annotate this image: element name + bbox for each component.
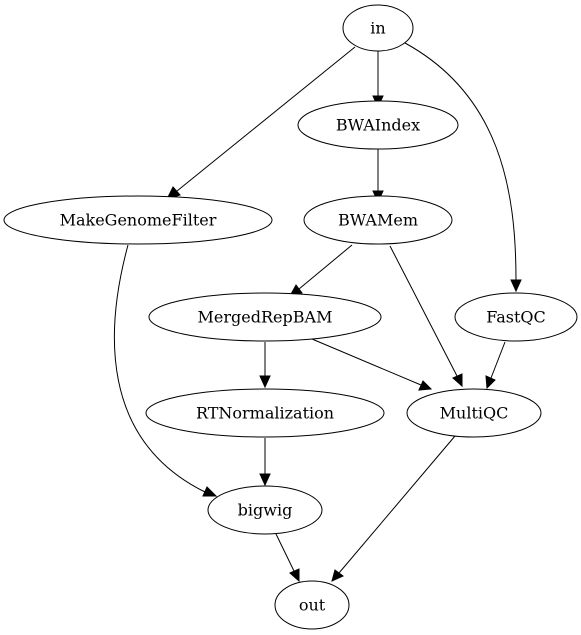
node-in: in (342, 4, 414, 52)
node-bwamem: BWAMem (303, 195, 453, 245)
edge-rtnormalization-to-bigwig (259, 438, 271, 487)
node-label-mergedrepbam: MergedRepBAM (198, 308, 333, 327)
node-label-fastqc: FastQC (486, 308, 546, 327)
edge-bwaindex-to-bwamem (372, 149, 384, 204)
edge-mergedrepbam-to-multiqc (311, 338, 433, 391)
node-label-out: out (299, 596, 326, 615)
node-label-in: in (370, 19, 385, 38)
edge-in-to-bwaindex (372, 51, 384, 109)
node-label-multiqc: MultiQC (440, 404, 509, 423)
node-out: out (274, 580, 350, 630)
node-bigwig: bigwig (207, 485, 323, 535)
node-makegenomefilter: MakeGenomeFilter (3, 195, 273, 245)
node-multiqc: MultiQC (406, 388, 542, 438)
node-label-bwaindex: BWAIndex (336, 116, 420, 135)
nodes: in BWAIndex MakeGenomeFilter BWAMem Merg… (3, 4, 578, 630)
node-label-bwamem: BWAMem (338, 211, 418, 230)
edge-in-to-fastqc (404, 42, 522, 293)
node-label-rtnormalization: RTNormalization (196, 404, 334, 423)
node-mergedrepbam: MergedRepBAM (148, 292, 382, 342)
edge-multiqc-to-out (331, 435, 456, 582)
node-fastqc: FastQC (454, 292, 578, 342)
node-label-bigwig: bigwig (238, 501, 293, 520)
node-bwaindex: BWAIndex (297, 100, 459, 150)
node-rtnormalization: RTNormalization (145, 388, 385, 438)
edge-bigwig-to-out (275, 533, 300, 583)
edge-bwamem-to-multiqc (389, 245, 463, 388)
node-label-makegenomefilter: MakeGenomeFilter (60, 211, 217, 230)
edge-mergedrepbam-to-rtnormalization (259, 342, 271, 389)
edge-bwamem-to-mergedrepbam (289, 244, 353, 297)
edge-makegenomefilter-to-bigwig (113, 244, 218, 497)
edge-fastqc-to-multiqc (485, 341, 506, 390)
